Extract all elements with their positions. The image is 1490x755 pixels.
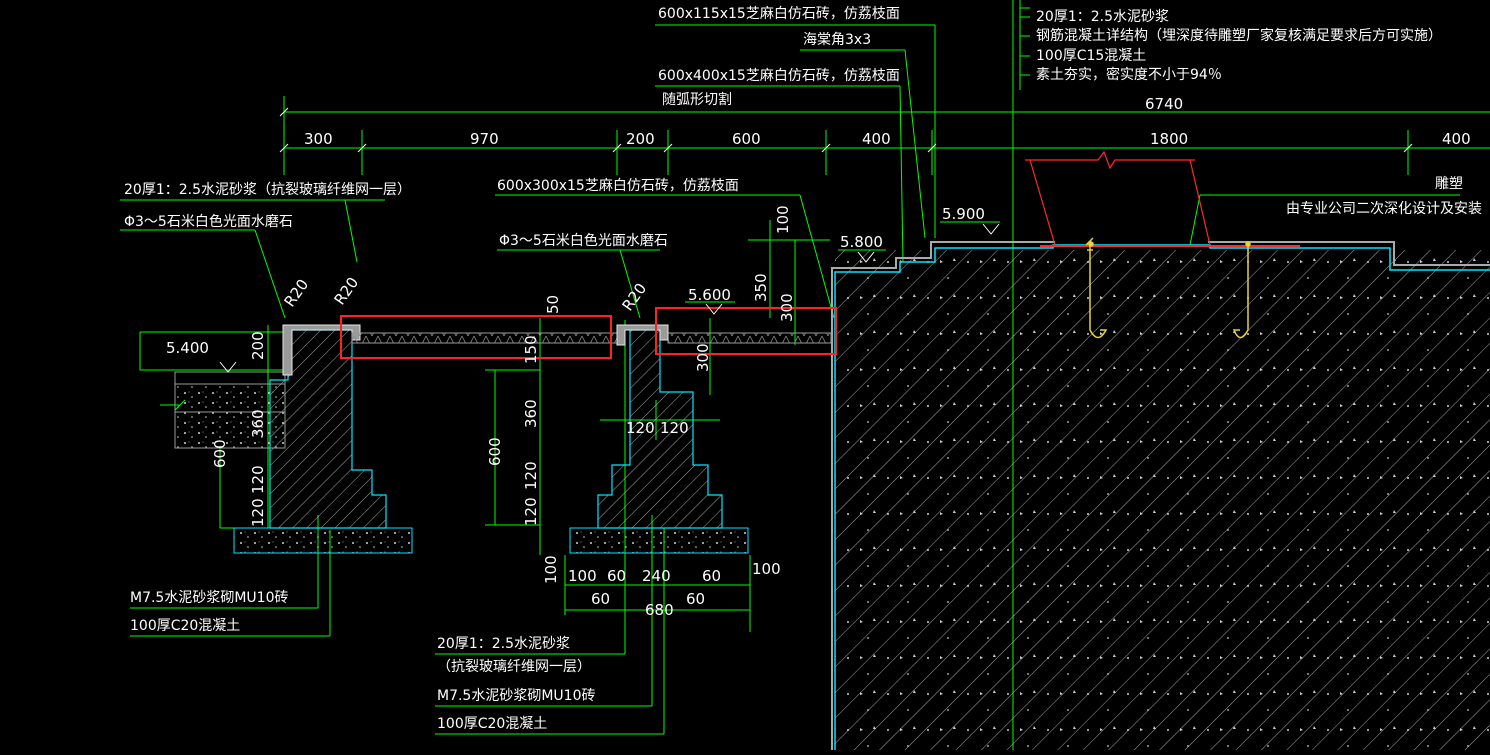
label-arc-cut: 随弧形切割 [662, 91, 732, 108]
label-tile-600x300: 600x300x15芝麻白仿石砖，仿荔枝面 [497, 178, 739, 194]
elevation-step: 5.800 [840, 233, 883, 251]
dim-wall2-300b: 300 [694, 343, 712, 372]
radius-r1: R20 [281, 276, 313, 311]
dimension-ticks [279, 107, 1413, 153]
sculpture-outline [1025, 150, 1211, 246]
dim-wall1-600: 600 [211, 439, 229, 468]
label-bottom-brick: M7.5水泥砂浆砌MU10砖 [437, 688, 595, 704]
dim-channel-600: 600 [486, 437, 504, 466]
label-sculpture-note: 由专业公司二次深化设计及安装 [1286, 201, 1482, 217]
highlight-boxes [340, 307, 837, 359]
highlight-box-left [340, 315, 612, 359]
dim-bottom-240: 240 [642, 567, 671, 585]
label-bottom-mortar-1: 20厚1：2.5水泥砂浆 [437, 636, 570, 652]
dim-channel-50: 50 [544, 295, 562, 314]
dim-wall1-120b: 120 [249, 498, 267, 527]
top-notes: 20厚1：2.5水泥砂浆 钢筋混凝土详结构（埋深度待雕塑厂家复核满足要求后方可实… [1036, 9, 1442, 83]
label-sculpture: 雕塑 [1435, 176, 1463, 192]
dim-bottom-60c: 60 [591, 590, 610, 608]
dim-channel-120a: 120 [522, 461, 540, 490]
label-tile-600x115: 600x115x15芝麻白仿石砖，仿荔枝面 [658, 6, 900, 22]
dim-wall1-360: 360 [249, 409, 267, 438]
dim-top-400: 400 [862, 130, 891, 148]
note-rc-structure: 钢筋混凝土详结构（埋深度待雕塑厂家复核满足要求后方可实施） [1036, 27, 1442, 44]
label-bottom-mortar-2: （抗裂玻璃纤维网一层） [437, 658, 591, 675]
dim-wall1-200: 200 [249, 331, 267, 360]
dim-bottom-60b: 60 [702, 567, 721, 585]
dim-top-200: 200 [626, 130, 655, 148]
note-soil: 素土夯实，密实度不小于94％ [1036, 66, 1222, 83]
dim-wall2-cap-120a: 120 [626, 419, 655, 437]
label-left-mortar: 20厚1：2.5水泥砂浆（抗裂玻璃纤维网一层） [124, 181, 411, 198]
concrete-foundation-block [831, 241, 1490, 750]
dim-bottom-60a: 60 [607, 567, 626, 585]
rebar-anchors [1085, 237, 1251, 339]
label-left-brick: M7.5水泥砂浆砌MU10砖 [130, 590, 288, 606]
dim-wall2-300a: 300 [778, 293, 796, 322]
dim-top-400b: 400 [1442, 130, 1471, 148]
dim-bottom-100b: 100 [752, 560, 781, 578]
dim-top-300: 300 [304, 130, 333, 148]
dim-top-970: 970 [470, 130, 499, 148]
label-tile-600x400: 600x400x15芝麻白仿石砖，仿荔枝面 [658, 68, 900, 84]
dim-top-1800: 1800 [1150, 130, 1188, 148]
dim-channel-120b: 120 [522, 497, 540, 526]
dim-overall: 6740 [1145, 95, 1183, 113]
label-left-concrete: 100厚C20混凝土 [130, 618, 240, 634]
dim-wall2-100: 100 [774, 205, 792, 234]
dim-channel-100: 100 [542, 555, 560, 584]
highlight-box-right [655, 307, 837, 355]
label-mid-terrazzo: Φ3～5石米白色光面水磨石 [499, 232, 668, 249]
dim-bottom-680: 680 [645, 601, 674, 619]
left-ground-layers [160, 371, 286, 449]
dim-bottom-100a: 100 [568, 567, 597, 585]
note-c15: 100厚C15混凝土 [1036, 48, 1146, 64]
dim-channel-360: 360 [522, 399, 540, 428]
label-left-terrazzo: Φ3～5石米白色光面水磨石 [124, 213, 293, 230]
label-bottom-concrete: 100厚C20混凝土 [437, 716, 547, 732]
dim-wall1-120a: 120 [249, 465, 267, 494]
dim-top-600: 600 [732, 130, 761, 148]
elevation-markers [219, 223, 1000, 373]
wall-1-section [233, 324, 413, 554]
elevation-left: 5.400 [166, 339, 209, 357]
channel-paving [351, 332, 832, 344]
elevation-mid: 5.600 [688, 286, 731, 304]
dim-wall2-350: 350 [752, 273, 770, 302]
radius-r3: R20 [619, 280, 651, 315]
label-begonia-corner: 海棠角3x3 [803, 32, 871, 48]
wall-2-section [569, 324, 749, 554]
radius-r2: R20 [331, 274, 363, 309]
dim-channel-150: 150 [522, 335, 540, 364]
elevation-top: 5.900 [942, 205, 985, 223]
note-mortar: 20厚1：2.5水泥砂浆 [1036, 9, 1169, 25]
dim-wall2-cap-120b: 120 [660, 419, 689, 437]
dim-bottom-60d: 60 [686, 590, 705, 608]
